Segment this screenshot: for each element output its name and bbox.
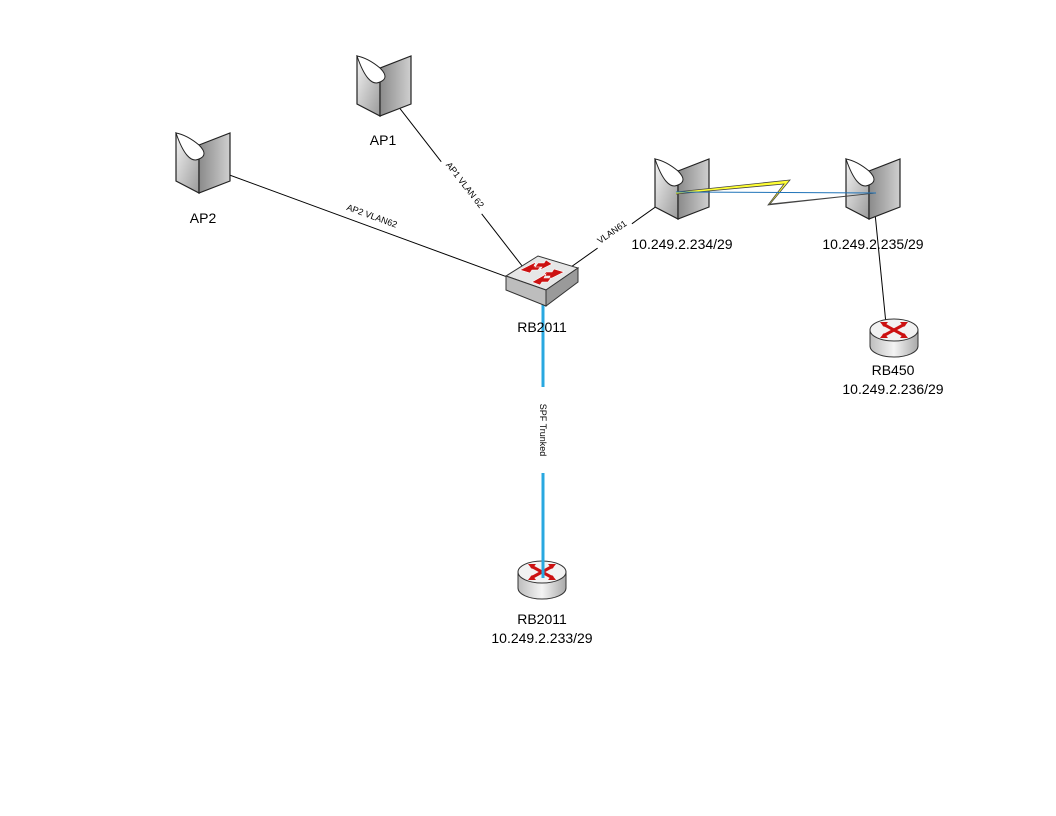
link-switch-core-router: SPF Trunked [536, 288, 549, 578]
link-label-ap1: AP1 VLAN 62 [444, 160, 486, 210]
link-label-ap2: AP2 VLAN62 [345, 202, 398, 230]
rb450-label: RB450 [872, 362, 915, 378]
switch-label: RB2011 [517, 319, 567, 335]
link-ap2-switch: AP2 VLAN62 [204, 165, 541, 290]
bridge-a-antenna[interactable]: 10.249.2.234/29 [631, 158, 733, 252]
core-router-label: RB2011 [517, 611, 567, 627]
link-ap1-switch: AP1 VLAN 62 [383, 87, 541, 290]
switch-rb2011[interactable]: RB2011 [505, 255, 579, 335]
router-rb450[interactable]: RB450 10.249.2.236/29 [842, 317, 944, 397]
bridge-b-antenna[interactable]: 10.249.2.235/29 [822, 158, 924, 252]
link-label-vlan61: VLAN61 [595, 218, 628, 245]
core-router-ip: 10.249.2.233/29 [491, 630, 592, 646]
wireless-link [675, 179, 877, 206]
router-core-rb2011[interactable]: RB2011 10.249.2.233/29 [491, 559, 593, 646]
link-label-trunk: SPF Trunked [538, 404, 548, 457]
rb450-ip: 10.249.2.236/29 [842, 381, 943, 397]
ap2-antenna[interactable]: AP2 [175, 132, 231, 226]
ap1-antenna[interactable]: AP1 [356, 55, 412, 148]
bridge-a-label: 10.249.2.234/29 [631, 236, 732, 252]
ap1-label: AP1 [370, 132, 397, 148]
bridge-b-label: 10.249.2.235/29 [822, 236, 923, 252]
ap2-label: AP2 [190, 210, 217, 226]
